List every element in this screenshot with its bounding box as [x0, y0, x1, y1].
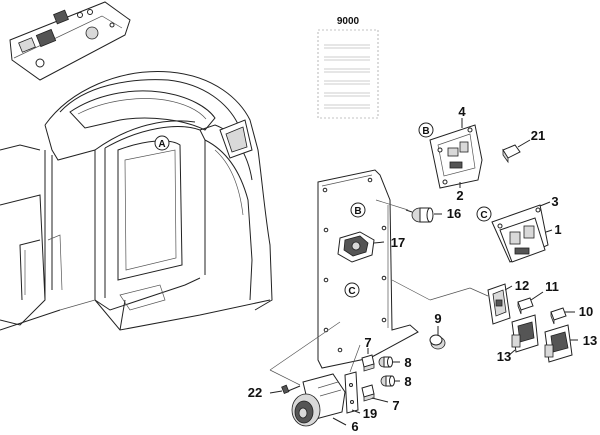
- part-number-17: 17: [391, 235, 405, 250]
- part-number-22: 22: [248, 385, 262, 400]
- part-number-12: 12: [515, 278, 529, 293]
- callout-c-right: C: [476, 206, 492, 222]
- part-number-3: 3: [551, 194, 558, 209]
- part-number-1: 1: [554, 222, 561, 237]
- circuit-board-upper: [429, 124, 483, 189]
- bushing-8-lower: [380, 375, 395, 387]
- knob-9: [429, 334, 446, 350]
- part-number-11: 11: [545, 279, 559, 294]
- part-number-4: 4: [458, 104, 466, 119]
- callout-b-upper: B: [418, 122, 434, 138]
- part-number-19: 19: [363, 406, 377, 421]
- part-number-9: 9: [434, 311, 441, 326]
- part-number-7-lower: 7: [392, 398, 399, 413]
- part-number-8-upper: 8: [404, 355, 411, 370]
- motor-6: [291, 373, 346, 427]
- svg-text:A: A: [158, 139, 165, 150]
- clip-7-upper: [361, 354, 375, 372]
- svg-text:B: B: [422, 126, 429, 137]
- relay-12: [487, 283, 511, 325]
- part-number-16: 16: [447, 206, 461, 221]
- contactor-13-left: [511, 314, 539, 353]
- screw-22: [281, 384, 301, 395]
- part-number-6: 6: [351, 419, 358, 434]
- callout-b-panel: B: [350, 202, 366, 218]
- fan-unit-17: [337, 231, 375, 263]
- part-number-9000: 9000: [337, 16, 360, 27]
- capacitor-16: [405, 207, 434, 223]
- callout-c-panel: C: [344, 282, 360, 298]
- part-number-21: 21: [531, 128, 545, 143]
- connector-21: [502, 144, 521, 164]
- svg-text:B: B: [354, 206, 361, 217]
- part-number-2: 2: [456, 188, 463, 203]
- connector-11: [517, 297, 534, 315]
- contactor-13-right: [544, 324, 573, 363]
- bushing-8-upper: [378, 356, 393, 368]
- part-number-13-right: 13: [583, 333, 597, 348]
- part-number-10: 10: [579, 304, 593, 319]
- machine-housing: [0, 71, 273, 331]
- connector-10: [550, 307, 567, 325]
- part-number-13-left: 13: [497, 349, 511, 364]
- callout-a: A: [154, 135, 170, 151]
- svg-text:C: C: [348, 286, 355, 297]
- mounting-panel: [317, 169, 419, 369]
- circuit-board-right: [491, 204, 549, 263]
- svg-text:C: C: [480, 210, 487, 221]
- documentation-sheet-9000: [317, 29, 379, 119]
- part-number-8-lower: 8: [404, 374, 411, 389]
- bracket-19: [344, 371, 359, 414]
- clip-7-lower: [361, 384, 375, 402]
- control-panel-plate: [9, 1, 131, 81]
- part-number-7-upper: 7: [364, 335, 371, 350]
